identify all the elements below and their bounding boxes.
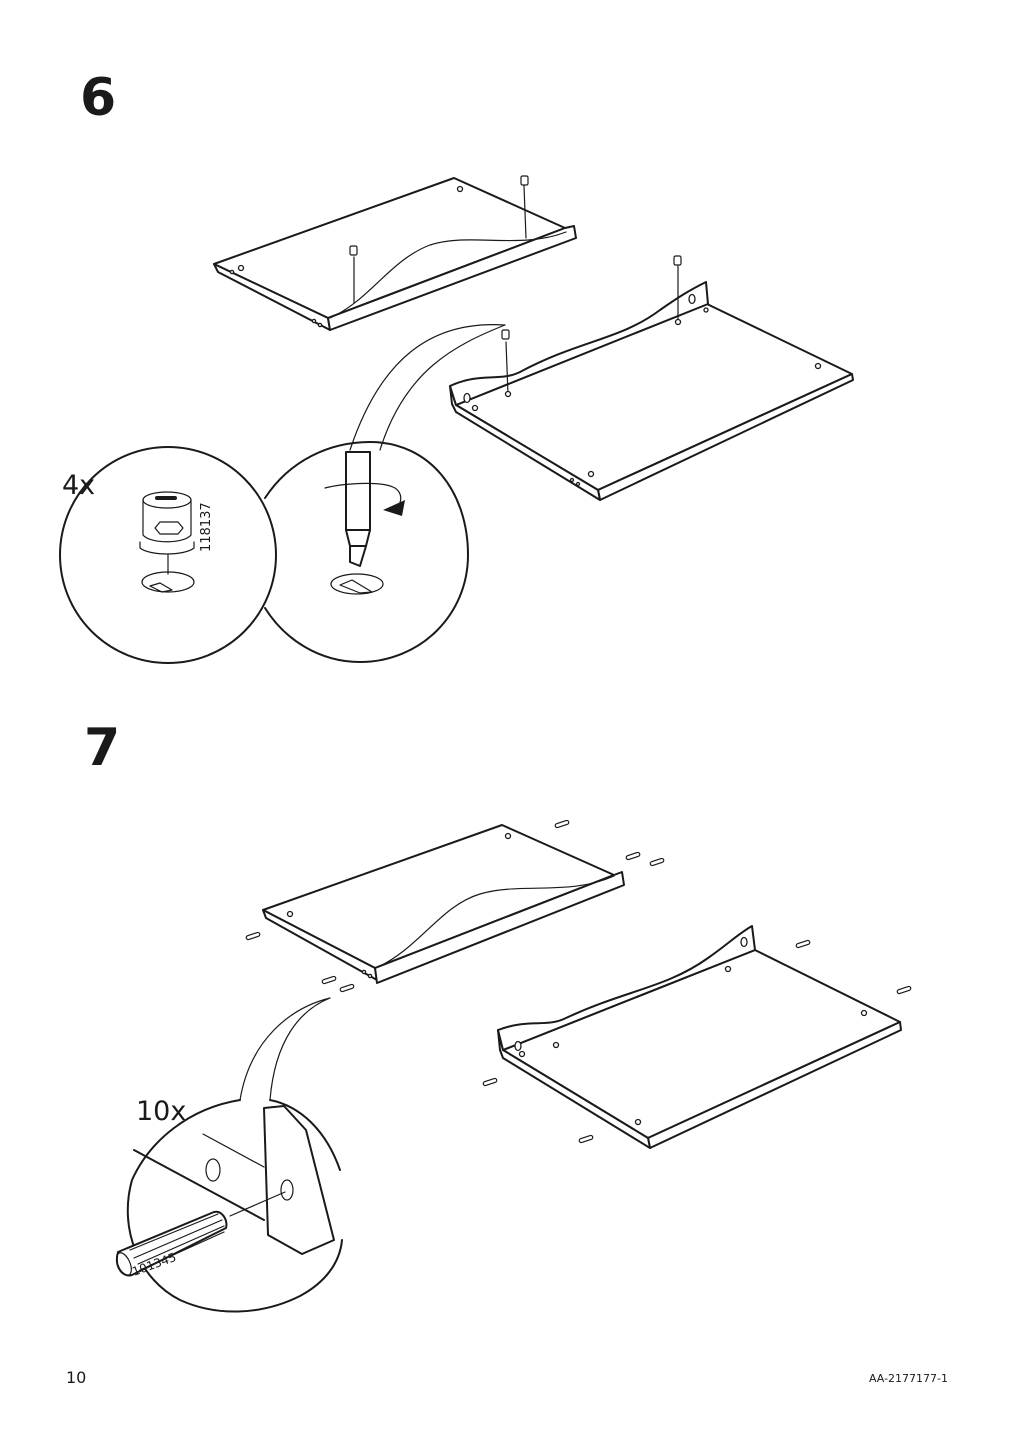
step-6-detail-circle-right: [264, 441, 469, 663]
step-6-detail-circle-left: [59, 446, 277, 664]
step-6-number: 6: [80, 68, 117, 128]
page-number: 10: [66, 1368, 87, 1387]
step-7-detail-circle: [116, 1099, 343, 1313]
step-7-right-panel: [497, 925, 902, 1149]
dowel-icon: [245, 819, 912, 1144]
step-6-part-number: 118137: [199, 502, 214, 552]
step-7-callout-pointer: [239, 997, 331, 1101]
step-6-callout-pointer: [349, 323, 506, 451]
cam-lock-icon: [349, 175, 682, 340]
step-6-left-panel: [213, 177, 577, 331]
document-code: AA-2177177-1: [868, 1372, 948, 1385]
step-6-right-panel: [449, 265, 854, 501]
step-7-left-panel: [262, 824, 625, 984]
step-7-number: 7: [84, 718, 121, 778]
step-7-quantity: 10x: [136, 1096, 187, 1127]
